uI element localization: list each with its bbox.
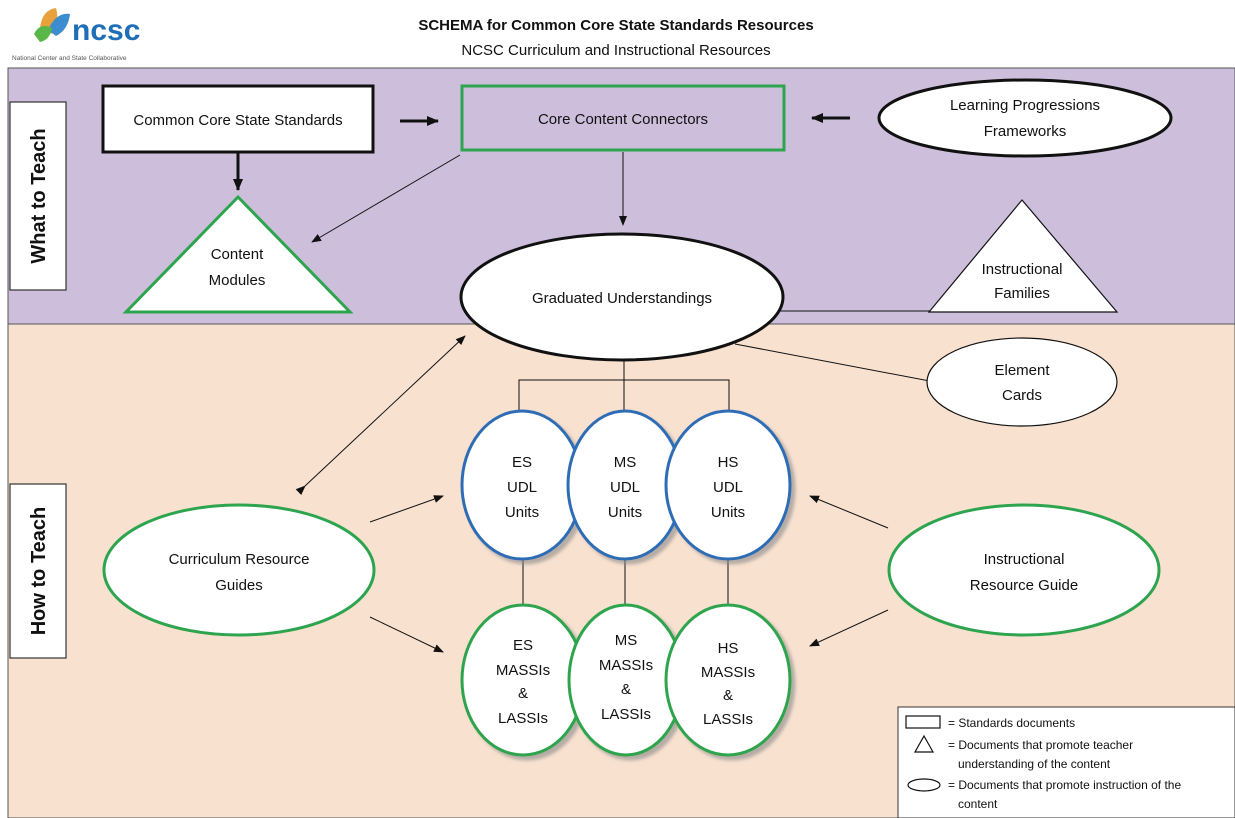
legend-triangle-label-2: understanding of the content — [958, 757, 1111, 771]
what-to-teach-label-box — [9, 101, 67, 291]
legend-triangle-icon — [913, 734, 935, 753]
ms-udl-line3: Units — [608, 504, 642, 521]
diagram-subtitle: NCSC Curriculum and Instructional Resour… — [461, 42, 770, 59]
logo-leaf-blue — [48, 13, 70, 36]
legend-box — [897, 706, 1235, 818]
lpf-line1: Learning Progressions — [950, 97, 1100, 114]
hs-mass-line1: HS — [718, 640, 739, 657]
connectors — [233, 113, 936, 653]
ms-mass-line2: MASSIs — [599, 657, 653, 674]
crg-line1: Curriculum Resource — [169, 551, 310, 568]
es-mass-line2: MASSIs — [496, 662, 550, 679]
ccss-box — [101, 84, 375, 154]
ms-mass-line1: MS — [615, 632, 638, 649]
es-mass-line3: & — [518, 685, 528, 702]
element-cards-line1: Element — [994, 362, 1050, 379]
node-lpf: Learning Progressions Frameworks — [877, 78, 1173, 158]
node-element-cards: Element Cards — [926, 337, 1118, 427]
ccc-label: Core Content Connectors — [538, 111, 708, 128]
line-gu-to-element-cards — [734, 343, 936, 383]
hs-udl-line3: Units — [711, 504, 745, 521]
ccc-box — [460, 84, 786, 152]
irg-ellipse — [887, 503, 1161, 637]
es-udl-line2: UDL — [507, 479, 537, 496]
arrow-crg-to-es-mass — [369, 616, 444, 653]
lpf-ellipse — [877, 78, 1173, 158]
legend-ellipse-label-1: = Documents that promote instruction of … — [948, 778, 1181, 792]
node-hs-udl-units: HS UDL Units — [664, 409, 792, 561]
node-es-udl-units: ES UDL Units — [460, 409, 584, 561]
element-cards-ellipse — [926, 337, 1118, 427]
how-to-teach-label-box — [9, 483, 67, 659]
gu-ellipse — [459, 232, 785, 362]
arrow-ccc-to-modules — [311, 154, 461, 243]
arrow-crg-to-es-udl — [369, 495, 444, 523]
es-udl-line3: Units — [505, 504, 539, 521]
crg-ellipse — [102, 503, 376, 637]
modules-line2: Modules — [209, 272, 266, 289]
es-mass-line1: ES — [513, 637, 533, 654]
crg-line2: Guides — [215, 577, 263, 594]
arrow-irg-to-hs-udl — [809, 495, 889, 529]
hs-udl-line2: UDL — [713, 479, 743, 496]
tree-gu-to-es — [518, 360, 625, 412]
node-hs-massis-lassis: HS MASSIs & LASSIs — [664, 603, 792, 757]
node-ccc: Core Content Connectors — [460, 84, 786, 152]
node-instructional-resource-guide: Instructional Resource Guide — [887, 503, 1161, 637]
legend: = Standards documents = Documents that p… — [897, 706, 1235, 818]
hs-mass-ellipse — [664, 603, 792, 757]
how-to-teach-label: How to Teach — [28, 507, 50, 636]
irg-line2: Resource Guide — [970, 577, 1078, 594]
diagram-title: SCHEMA for Common Core State Standards R… — [418, 17, 813, 34]
logo-text: ncsc — [72, 14, 140, 47]
hs-mass-line2: MASSIs — [701, 664, 755, 681]
element-cards-line2: Cards — [1002, 387, 1042, 404]
node-content-modules: Content Modules — [122, 194, 354, 314]
legend-rect-icon — [905, 715, 941, 729]
hs-mass-line3: & — [723, 687, 733, 704]
ms-udl-line2: UDL — [610, 479, 640, 496]
node-graduated-understandings: Graduated Understandings — [459, 232, 785, 362]
es-udl-line1: ES — [512, 454, 532, 471]
legend-ellipse-label-2: content — [958, 797, 998, 811]
ccss-label: Common Core State Standards — [133, 112, 342, 129]
families-triangle — [927, 199, 1119, 313]
node-ms-massis-lassis: MS MASSIs & LASSIs — [567, 603, 685, 757]
legend-ellipse-icon — [907, 778, 941, 792]
node-ccss: Common Core State Standards — [101, 84, 375, 154]
hs-udl-ellipse — [664, 409, 792, 561]
node-es-massis-lassis: ES MASSIs & LASSIs — [460, 603, 586, 757]
es-mass-line4: LASSIs — [498, 710, 548, 727]
ms-mass-line3: & — [621, 681, 631, 698]
legend-triangle-label-1: = Documents that promote teacher — [948, 738, 1133, 752]
legend-rect-label: = Standards documents — [948, 716, 1075, 730]
hs-udl-line1: HS — [718, 454, 739, 471]
irg-line1: Instructional — [984, 551, 1065, 568]
arrow-crg-gu — [295, 335, 466, 496]
what-to-teach-label: What to Teach — [28, 128, 50, 263]
tree-gu-to-hs — [624, 379, 730, 412]
lpf-line2: Frameworks — [984, 123, 1067, 140]
node-curriculum-resource-guides: Curriculum Resource Guides — [102, 503, 376, 637]
ms-udl-line1: MS — [614, 454, 637, 471]
es-mass-ellipse — [460, 603, 586, 757]
modules-triangle — [122, 194, 354, 314]
logo-tagline: National Center and State Collaborative — [12, 55, 127, 62]
gu-label: Graduated Understandings — [532, 290, 712, 307]
node-instructional-families: Instructional Families — [927, 199, 1119, 313]
arrow-irg-to-hs-mass — [809, 609, 889, 647]
families-line2: Families — [994, 285, 1050, 302]
ms-mass-line4: LASSIs — [601, 706, 651, 723]
ncsc-logo: ncsc National Center and State Collabora… — [12, 8, 140, 62]
hs-mass-line4: LASSIs — [703, 711, 753, 728]
modules-line1: Content — [211, 246, 264, 263]
logo-leaf-green — [34, 26, 52, 42]
families-line1: Instructional — [982, 261, 1063, 278]
